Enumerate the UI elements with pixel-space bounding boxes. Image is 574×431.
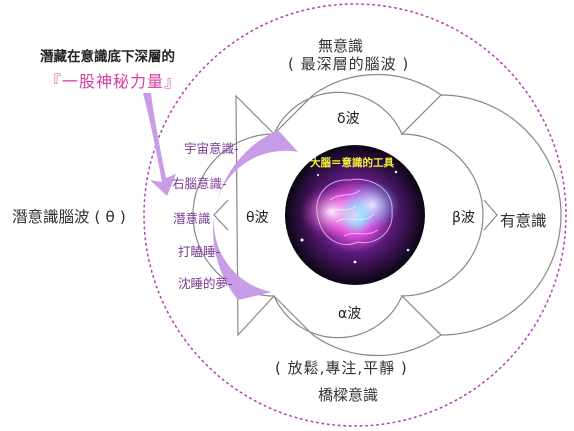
bridge-consciousness-label: 橋樑意識: [318, 386, 379, 404]
subconscious-brainwave-label: 潛意識腦波 ( θ ): [12, 208, 126, 226]
theta-state-item: 潛意識: [173, 211, 211, 226]
brain-sparkle-4: [316, 173, 320, 177]
brain-outline: [316, 178, 393, 245]
alpha-wave-label: α波: [338, 306, 362, 322]
theta-state-item: 右腦意識-: [172, 176, 227, 191]
conscious-label: 有意識: [500, 212, 547, 230]
brain-sparkle-5: [353, 260, 357, 264]
theta-wave-label: θ波: [246, 210, 269, 226]
segment-beta: [400, 94, 562, 336]
callout-line-1: 潛藏在意識底下深層的: [40, 49, 175, 65]
brain-sparkle-3: [394, 170, 398, 174]
unconscious-label: 無意識: [318, 37, 364, 55]
theta-highlight-band: [213, 130, 298, 300]
theta-state-item: 沈睡的夢-: [178, 276, 233, 291]
callout-arrow: [143, 93, 176, 196]
brain-folds: [325, 189, 379, 237]
theta-state-item: 宇宙意識-: [184, 141, 239, 156]
callout-line-2: 『一股神秘力量』: [45, 72, 182, 91]
beta-wave-label: β波: [452, 210, 475, 226]
brain-glow-right: [344, 181, 400, 229]
outer-dotted-circle: [143, 3, 567, 427]
beta-arrow-notch: [483, 199, 498, 231]
bridge-sublabel: ( 放鬆,專注,平靜 ): [275, 359, 408, 377]
brain-sparkle-2: [406, 248, 410, 252]
unconscious-sublabel: ( 最深層的腦波 ): [288, 55, 410, 73]
brain-sparkle-1: [300, 238, 304, 242]
segment-delta: [273, 73, 442, 136]
segment-alpha: [273, 294, 442, 357]
theta-arrow-notch: [213, 199, 229, 231]
brain-caption: 大腦＝意識的工具: [310, 157, 394, 169]
theta-state-item: 打瞌睡-: [178, 244, 221, 259]
delta-wave-label: δ波: [337, 111, 360, 127]
